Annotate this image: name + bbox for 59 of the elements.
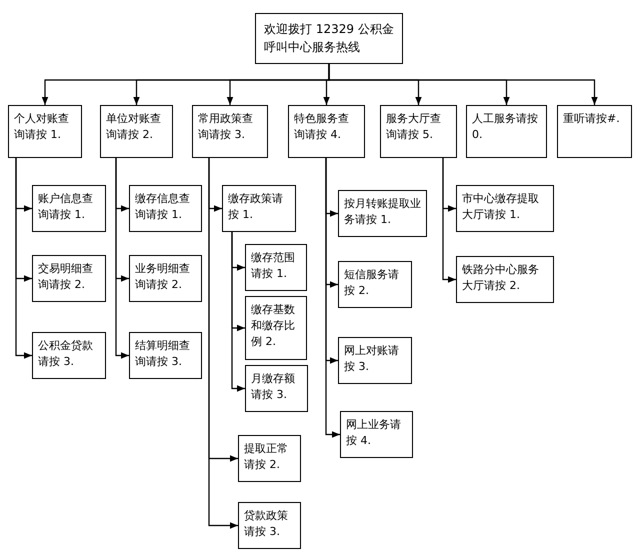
menu-text: 个人对账查询请按 1. bbox=[14, 111, 70, 143]
menu-text: 缴存政策请按 1. bbox=[228, 191, 284, 223]
menu-text: 缴存基数和缴存比例 2. bbox=[251, 302, 296, 350]
menu-text: 特色服务查询请按 4. bbox=[294, 111, 350, 143]
menu-box bbox=[340, 411, 413, 458]
menu-text: 贷款政策请按 3. bbox=[244, 508, 289, 540]
menu-box bbox=[238, 502, 301, 549]
menu-box bbox=[557, 105, 632, 158]
arrow bbox=[231, 232, 245, 392]
menu-text: 网上对账请按 3. bbox=[344, 343, 400, 375]
arrow bbox=[442, 158, 456, 283]
menu-text: 服务大厅查询请按 5. bbox=[386, 111, 442, 143]
menu-box bbox=[100, 105, 173, 158]
menu-box bbox=[129, 332, 202, 379]
menu-box bbox=[32, 185, 106, 232]
menu-box bbox=[338, 190, 427, 237]
menu-text: 重听请按#. bbox=[563, 111, 621, 127]
menu-box bbox=[380, 105, 457, 158]
menu-text: 缴存信息查询请按 1. bbox=[135, 191, 191, 223]
menu-box bbox=[222, 185, 296, 232]
menu-box bbox=[255, 13, 403, 64]
menu-text: 市中心缴存提取大厅请按 1. bbox=[462, 191, 540, 223]
menu-box bbox=[456, 256, 554, 303]
menu-text: 铁路分中心服务大厅请按 2. bbox=[462, 262, 540, 294]
menu-text: 人工服务请按 0. bbox=[472, 111, 539, 143]
menu-text: 账户信息查询请按 1. bbox=[38, 191, 94, 223]
menu-text: 结算明细查询请按 3. bbox=[135, 338, 191, 370]
menu-text: 短信服务请按 2. bbox=[344, 267, 400, 299]
menu-box bbox=[192, 105, 268, 158]
arrow bbox=[328, 64, 598, 105]
arrow bbox=[15, 158, 32, 359]
menu-box bbox=[129, 185, 202, 232]
menu-text: 欢迎拨打 12329 公积金呼叫中心服务热线 bbox=[264, 21, 394, 56]
menu-text: 单位对账查询请按 2. bbox=[106, 111, 162, 143]
menu-box bbox=[456, 185, 554, 232]
menu-text: 常用政策查询请按 3. bbox=[198, 111, 254, 143]
menu-box bbox=[466, 105, 547, 158]
menu-text: 按月转账提取业务请按 1. bbox=[344, 196, 421, 228]
menu-text: 交易明细查询请按 2. bbox=[38, 261, 94, 293]
menu-box bbox=[245, 296, 307, 360]
menu-box bbox=[288, 105, 365, 158]
menu-box bbox=[245, 244, 307, 291]
menu-box bbox=[338, 261, 412, 308]
menu-box bbox=[338, 337, 412, 384]
arrow bbox=[208, 158, 238, 529]
menu-box bbox=[129, 255, 202, 302]
menu-box bbox=[32, 255, 106, 302]
menu-box bbox=[238, 435, 301, 482]
menu-box bbox=[245, 365, 308, 412]
menu-text: 提取正常请按 2. bbox=[244, 441, 289, 473]
menu-box bbox=[32, 332, 106, 379]
menu-text: 业务明细查询请按 2. bbox=[135, 261, 191, 293]
menu-text: 月缴存额请按 3. bbox=[251, 371, 296, 403]
menu-text: 公积金贷款请按 3. bbox=[38, 338, 94, 370]
menu-box bbox=[8, 105, 82, 158]
arrow bbox=[115, 158, 129, 359]
menu-text: 缴存范围请按 1. bbox=[251, 250, 296, 282]
menu-text: 网上业务请按 4. bbox=[346, 417, 402, 449]
arrow bbox=[325, 158, 340, 438]
